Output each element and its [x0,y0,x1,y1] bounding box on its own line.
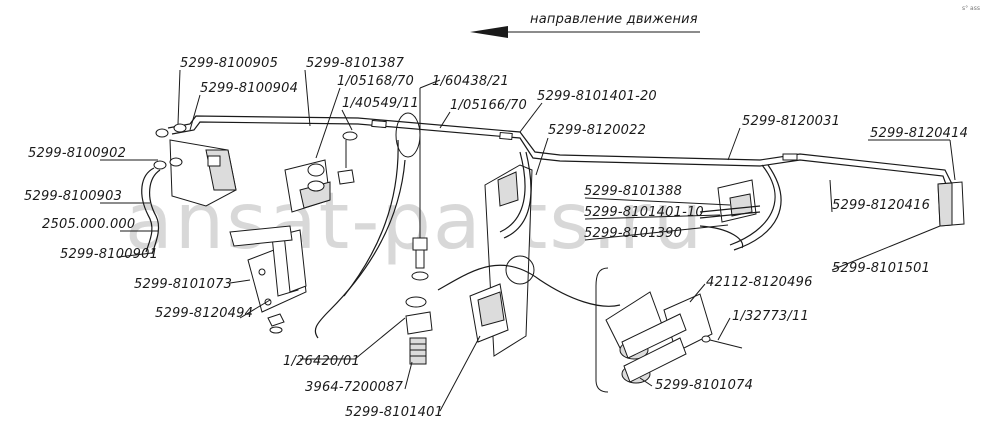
label-5299-8120416: 5299-8120416 [832,198,930,213]
label-5299-8101388: 5299-8101388 [584,184,682,199]
label-5299-8101501: 5299-8101501 [832,261,930,276]
clamp-bracket [284,131,358,213]
label-5299-8120031: 5299-8120031 [742,114,840,129]
label-5299-8101401: 5299-8101401 [345,405,443,420]
label-1-32773-11: 1/32773/11 [732,309,809,324]
label-1-05166-70: 1/05166/70 [450,98,527,113]
label-5299-8120494: 5299-8120494 [155,306,253,321]
label-5299-8100903: 5299-8100903 [24,189,122,204]
label-5299-8101401-20: 5299-8101401-20 [537,89,657,104]
label-5299-8101074: 5299-8101074 [655,378,753,393]
corner-mark: s° ass [962,5,980,12]
label-5299-8100901: 5299-8100901 [60,247,158,262]
label-5299-8120414: 5299-8120414 [870,126,968,141]
label-1-05168-70: 1/05168/70 [337,74,414,89]
label-5299-8100904: 5299-8100904 [200,81,298,96]
inset-detail [595,267,743,393]
part-labels: 5299-8100905 5299-8101387 5299-8100904 1… [24,56,968,420]
fastener-stack [405,88,433,365]
label-1-60438-21: 1/60438/21 [432,74,509,89]
label-5299-8101401-10: 5299-8101401-10 [584,205,704,220]
label-2505-000-000: 2505.000.000 [42,217,135,232]
label-5299-8101073: 5299-8101073 [134,277,232,292]
heater-block [141,123,237,255]
label-3964-7200087: 3964-7200087 [305,380,404,395]
right-clips [699,179,761,249]
label-5299-8101387: 5299-8101387 [306,56,405,71]
label-5299-8120022: 5299-8120022 [548,123,646,138]
hose-bracket [229,225,307,334]
direction-arrow [470,26,700,38]
end-connector [937,181,965,227]
leader-lines [100,69,956,412]
direction-label: направление движения [530,12,698,27]
label-5299-8100902: 5299-8100902 [28,146,126,161]
main-pipe [167,115,954,251]
label-5299-8100905: 5299-8100905 [180,56,278,71]
label-42112-8120496: 42112-8120496 [706,275,813,290]
label-5299-8101390: 5299-8101390 [584,226,682,241]
detail-callout-ring [395,112,421,158]
label-1-40549-11: 1/40549/11 [342,96,419,111]
label-1-26420-01: 1/26420/01 [283,354,360,369]
center-panel [437,151,621,357]
